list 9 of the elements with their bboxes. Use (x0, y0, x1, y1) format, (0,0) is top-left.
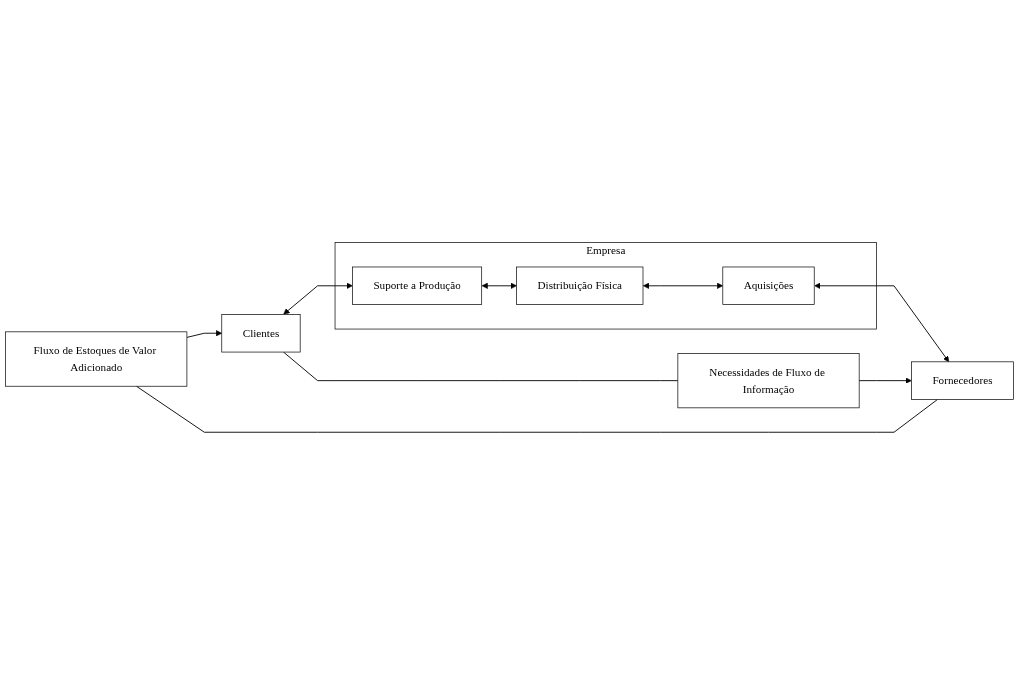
node-box: Necessidades de Fluxo de Informação (677, 353, 860, 409)
node-box: Aquisições (722, 266, 815, 306)
node-box: Distribuição Física (516, 266, 644, 306)
connector (135, 385, 938, 433)
node-box: Clientes (221, 314, 301, 353)
node-box: Fornecedores (911, 361, 1014, 400)
node-box: Fluxo de Estoques de Valor Adicionado (5, 331, 188, 387)
connector (283, 351, 679, 382)
node-box: Suporte a Produção (352, 266, 483, 306)
